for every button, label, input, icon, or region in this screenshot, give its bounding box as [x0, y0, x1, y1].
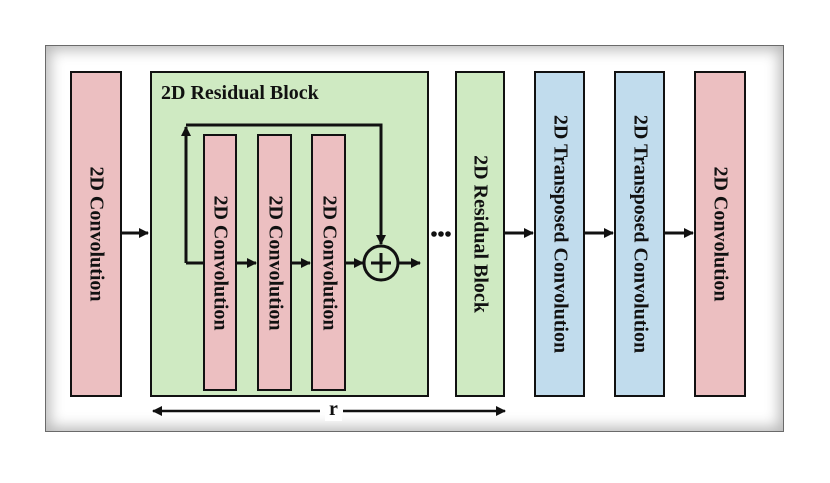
transposed-convolution-1: 2D Transposed Convolution — [534, 71, 585, 397]
inner-convolution-2: 2D Convolution — [257, 134, 292, 391]
ellipsis-icon — [431, 231, 451, 237]
residual-block-r: 2D Residual Block — [455, 71, 505, 397]
repeat-count-label: r — [325, 398, 342, 421]
skip-connection-top — [186, 123, 386, 245]
output-convolution-block: 2D Convolution — [694, 71, 746, 397]
inner-convolution-1: 2D Convolution — [203, 134, 237, 391]
input-convolution-block: 2D Convolution — [70, 71, 122, 397]
transposed-convolution-2: 2D Transposed Convolution — [614, 71, 665, 397]
inner-convolution-3: 2D Convolution — [311, 134, 346, 391]
residual-block-title: 2D Residual Block — [161, 82, 319, 104]
